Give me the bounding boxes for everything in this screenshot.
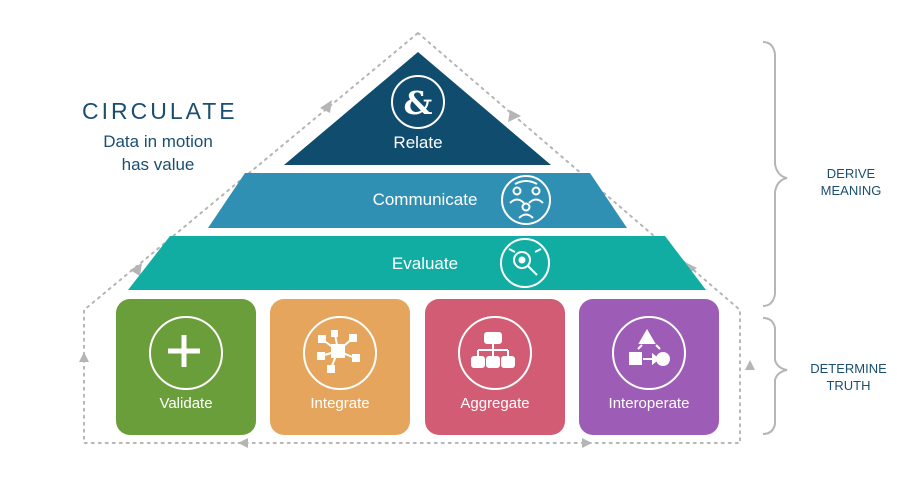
relate-tier (284, 52, 551, 165)
network-hub-icon (303, 316, 377, 390)
path-arrows (79, 100, 755, 448)
integrate-box: Integrate (270, 299, 410, 435)
interoperate-box: Interoperate (579, 299, 719, 435)
relate-label: Relate (393, 133, 443, 152)
shapes-exchange-icon (612, 316, 686, 390)
aggregate-box: Aggregate (425, 299, 565, 435)
arrow-head (130, 263, 142, 276)
arrow-head (745, 360, 755, 370)
circulate-subtitle: Data in motion has value (78, 130, 238, 176)
validate-label: Validate (159, 395, 213, 412)
interoperate-label: Interoperate (608, 395, 690, 412)
arrow-head (508, 110, 521, 122)
circulate-subtitle-line: has value (121, 155, 195, 174)
arrow-head (238, 438, 248, 448)
determine-line: DETERMINE (810, 361, 887, 376)
meaning-line: MEANING (820, 183, 882, 198)
hierarchy-icon (458, 316, 532, 390)
truth-line: TRUTH (826, 378, 871, 393)
arrow-head (320, 100, 332, 113)
aggregate-label: Aggregate (460, 395, 530, 412)
magnifier-icon (500, 238, 550, 288)
arrow-head (79, 352, 89, 362)
communicate-label: Communicate (372, 190, 478, 209)
derive-line: DERIVE (826, 166, 876, 181)
integrate-label: Integrate (310, 395, 370, 412)
people-exchange-icon (501, 175, 551, 225)
communicate-tier (208, 173, 627, 228)
circulate-title: CIRCULATE (82, 98, 238, 124)
determine-truth-label: DETERMINE TRUTH (800, 360, 897, 394)
plus-icon (149, 316, 223, 390)
evaluate-tier (128, 236, 706, 290)
validate-box: Validate (116, 299, 256, 435)
derive-meaning-label: DERIVE MEANING (805, 165, 897, 199)
ampersand-icon: & (391, 75, 445, 129)
arrow-head (582, 438, 592, 448)
evaluate-label: Evaluate (391, 254, 459, 273)
svg-text:&: & (404, 84, 433, 122)
circulate-subtitle-line: Data in motion (103, 132, 213, 151)
